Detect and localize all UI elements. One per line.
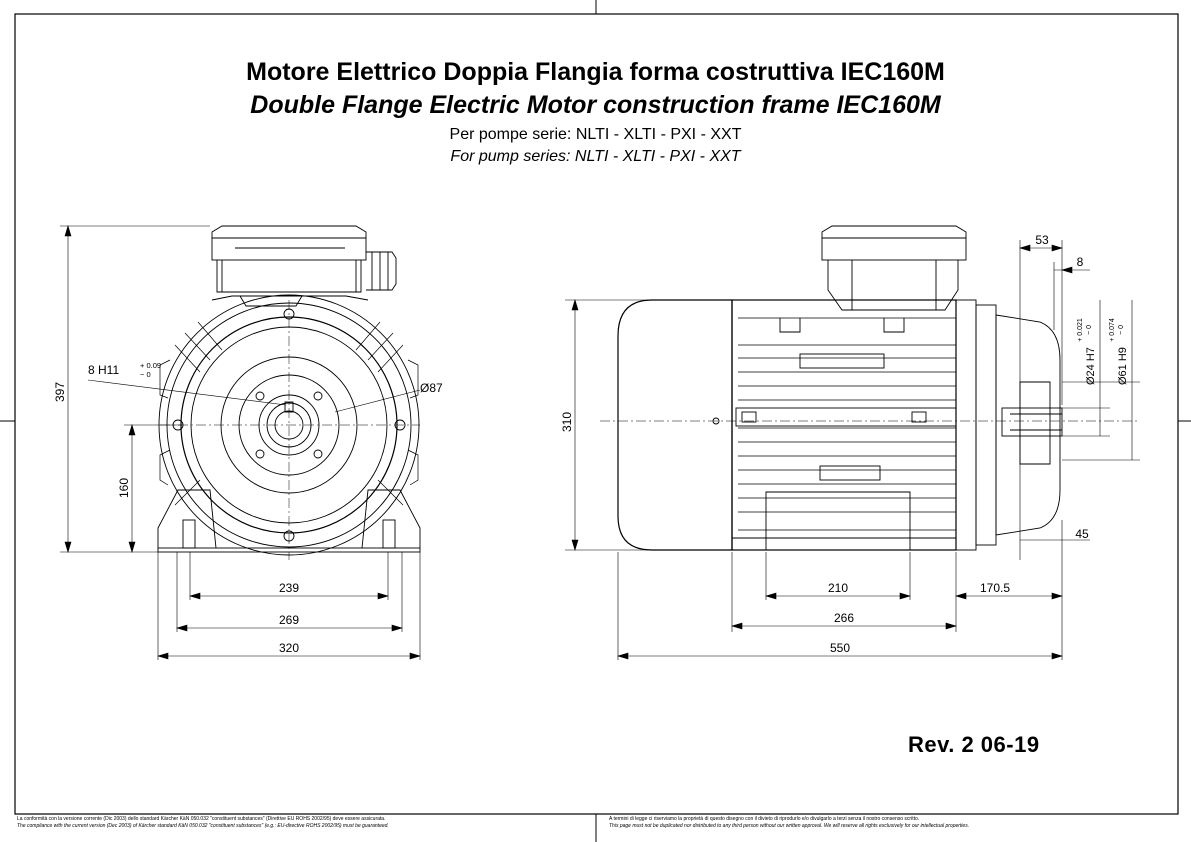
- dim-phi61-tol-upper: + 0.074: [1109, 318, 1116, 342]
- dim-phi61: Ø61 H9: [1117, 347, 1129, 385]
- revision-label: Rev. 2 06-19: [908, 732, 1040, 757]
- side-view: [600, 225, 1140, 551]
- dim-53: 53: [1035, 233, 1049, 247]
- dim-269: 269: [279, 613, 299, 627]
- dim-8: 8: [1077, 255, 1084, 269]
- dimension-labels: 397 160 8 H11 + 0.09 − 0 Ø87 239 269 320…: [53, 233, 1129, 655]
- dim-phi87: Ø87: [420, 381, 443, 395]
- footer-compliance-en: The compliance with the current version …: [17, 823, 389, 829]
- dim-keyway-tol-lower: − 0: [140, 370, 151, 379]
- front-view: [157, 225, 421, 560]
- footer-copyright-it: A termini di legge ci riserviamo la prop…: [609, 816, 920, 822]
- footer-copyright-en: This page must not be duplicated nor dis…: [609, 823, 970, 829]
- dim-266: 266: [834, 611, 854, 625]
- dim-239: 239: [279, 581, 299, 595]
- title-english: Double Flange Electric Motor constructio…: [250, 91, 941, 119]
- dim-keyway: 8 H11: [88, 363, 119, 377]
- dim-phi24: Ø24 H7: [1085, 347, 1097, 385]
- side-view-dimensions: [565, 240, 1140, 660]
- dim-170-5: 170.5: [980, 581, 1010, 595]
- dim-phi24-tol-lower: − 0: [1086, 325, 1093, 335]
- dim-210: 210: [828, 581, 848, 595]
- dim-phi61-tol-lower: − 0: [1118, 325, 1125, 335]
- series-english: For pump series: NLTI - XLTI - PXI - XXT: [450, 148, 741, 165]
- title-italian: Motore Elettrico Doppia Flangia forma co…: [246, 58, 945, 86]
- dim-keyway-tol-upper: + 0.09: [140, 361, 161, 370]
- dim-phi24-tol-upper: + 0.021: [1077, 318, 1084, 342]
- dim-45: 45: [1075, 527, 1089, 541]
- footer-compliance-it: La conformità con la versione corrente (…: [17, 816, 386, 822]
- dim-310: 310: [560, 412, 574, 432]
- dim-160: 160: [117, 478, 131, 498]
- dim-550: 550: [830, 641, 850, 655]
- front-view-dimensions: [60, 224, 422, 660]
- series-italian: Per pompe serie: NLTI - XLTI - PXI - XXT: [449, 126, 742, 143]
- dim-397: 397: [53, 382, 67, 402]
- dim-320: 320: [279, 641, 299, 655]
